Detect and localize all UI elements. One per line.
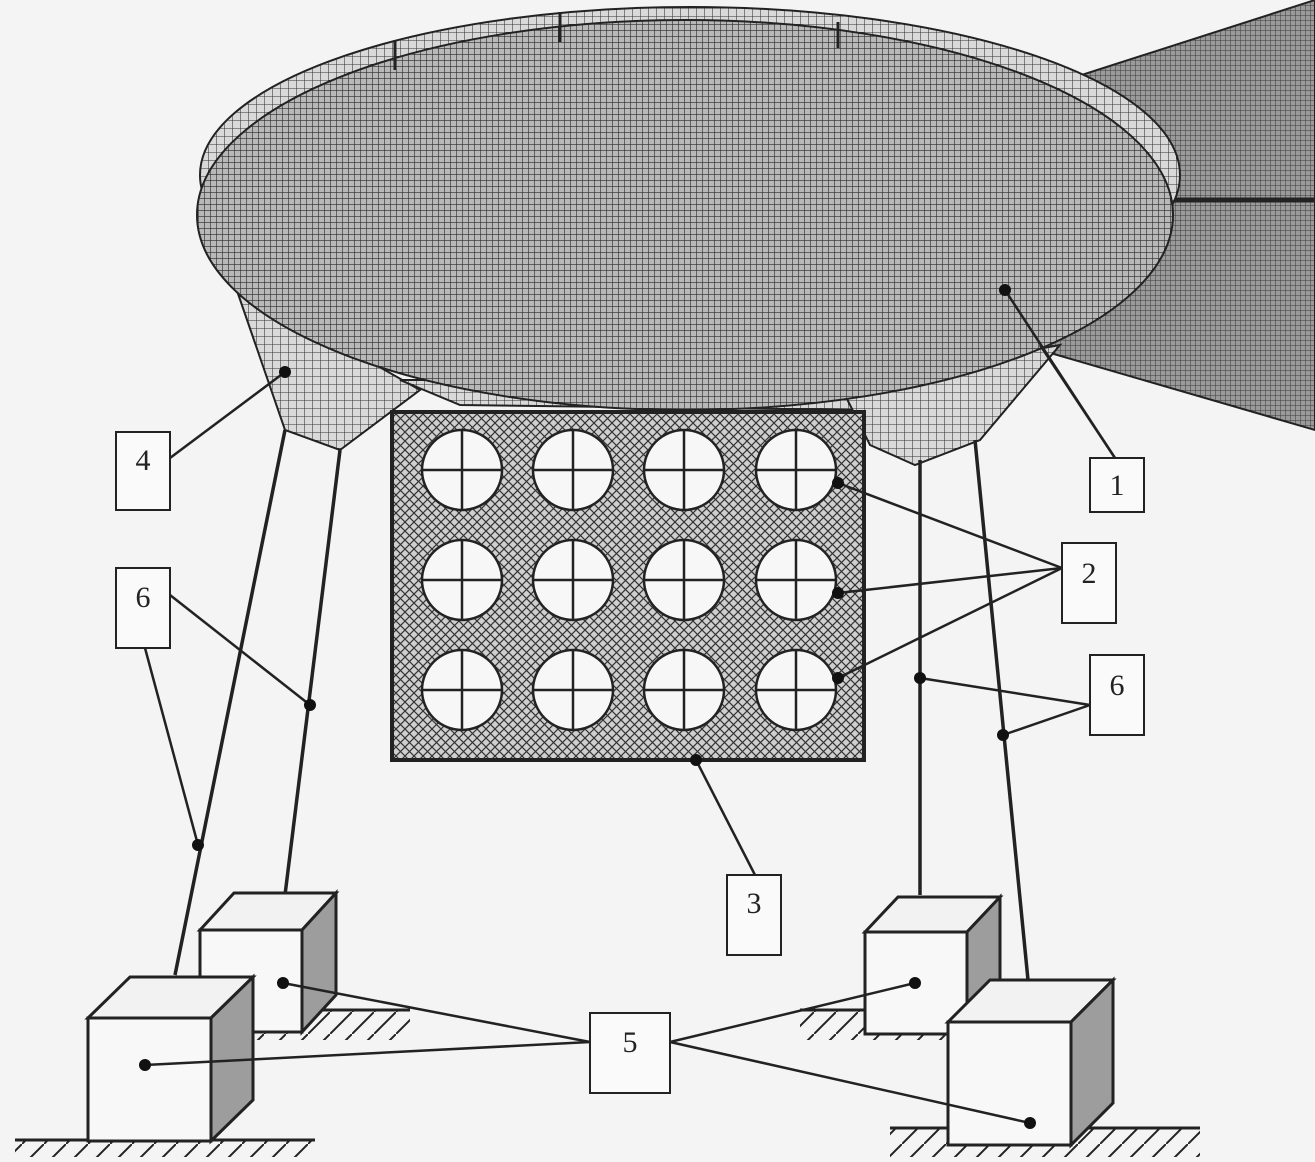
label-5: 5 xyxy=(623,1026,638,1059)
anchor-block-front-right xyxy=(944,976,1117,1149)
label-box-6-right: 6 xyxy=(1089,654,1145,736)
solar-panel-disc xyxy=(420,538,504,622)
solar-panel-disc xyxy=(531,648,615,732)
solar-panel-disc xyxy=(754,538,838,622)
airship-hull xyxy=(196,19,1174,411)
label-box-4: 4 xyxy=(115,431,171,511)
solar-panel-disc xyxy=(642,538,726,622)
label-1: 1 xyxy=(1110,469,1125,502)
label-6-left: 6 xyxy=(136,581,151,614)
tether-cable-left-inner xyxy=(283,449,342,896)
solar-panel-disc xyxy=(754,428,838,512)
label-box-3: 3 xyxy=(726,874,782,956)
solar-panel-disc xyxy=(642,428,726,512)
anchor-block-front-left xyxy=(84,973,257,1145)
tether-cable-right-outer xyxy=(973,439,1030,981)
anchor-block-back-right xyxy=(861,893,1004,1038)
leader-lines xyxy=(143,289,1117,1125)
solar-panel-grid xyxy=(420,428,838,732)
solar-panel-disc xyxy=(420,428,504,512)
label-2: 2 xyxy=(1082,557,1097,590)
label-4: 4 xyxy=(136,444,151,477)
solar-panel-disc xyxy=(420,648,504,732)
solar-panel-disc xyxy=(754,648,838,732)
solar-panel-disc xyxy=(642,648,726,732)
tether-cable-left-outer xyxy=(173,429,287,976)
label-6-right: 6 xyxy=(1110,669,1125,702)
solar-panel-disc xyxy=(531,538,615,622)
label-box-1: 1 xyxy=(1089,457,1145,513)
label-box-6-left: 6 xyxy=(115,567,171,649)
label-3: 3 xyxy=(747,887,762,920)
solar-panel-disc xyxy=(531,428,615,512)
label-box-5: 5 xyxy=(589,1012,671,1094)
leader-dots xyxy=(139,284,1036,1129)
label-box-2: 2 xyxy=(1061,542,1117,624)
